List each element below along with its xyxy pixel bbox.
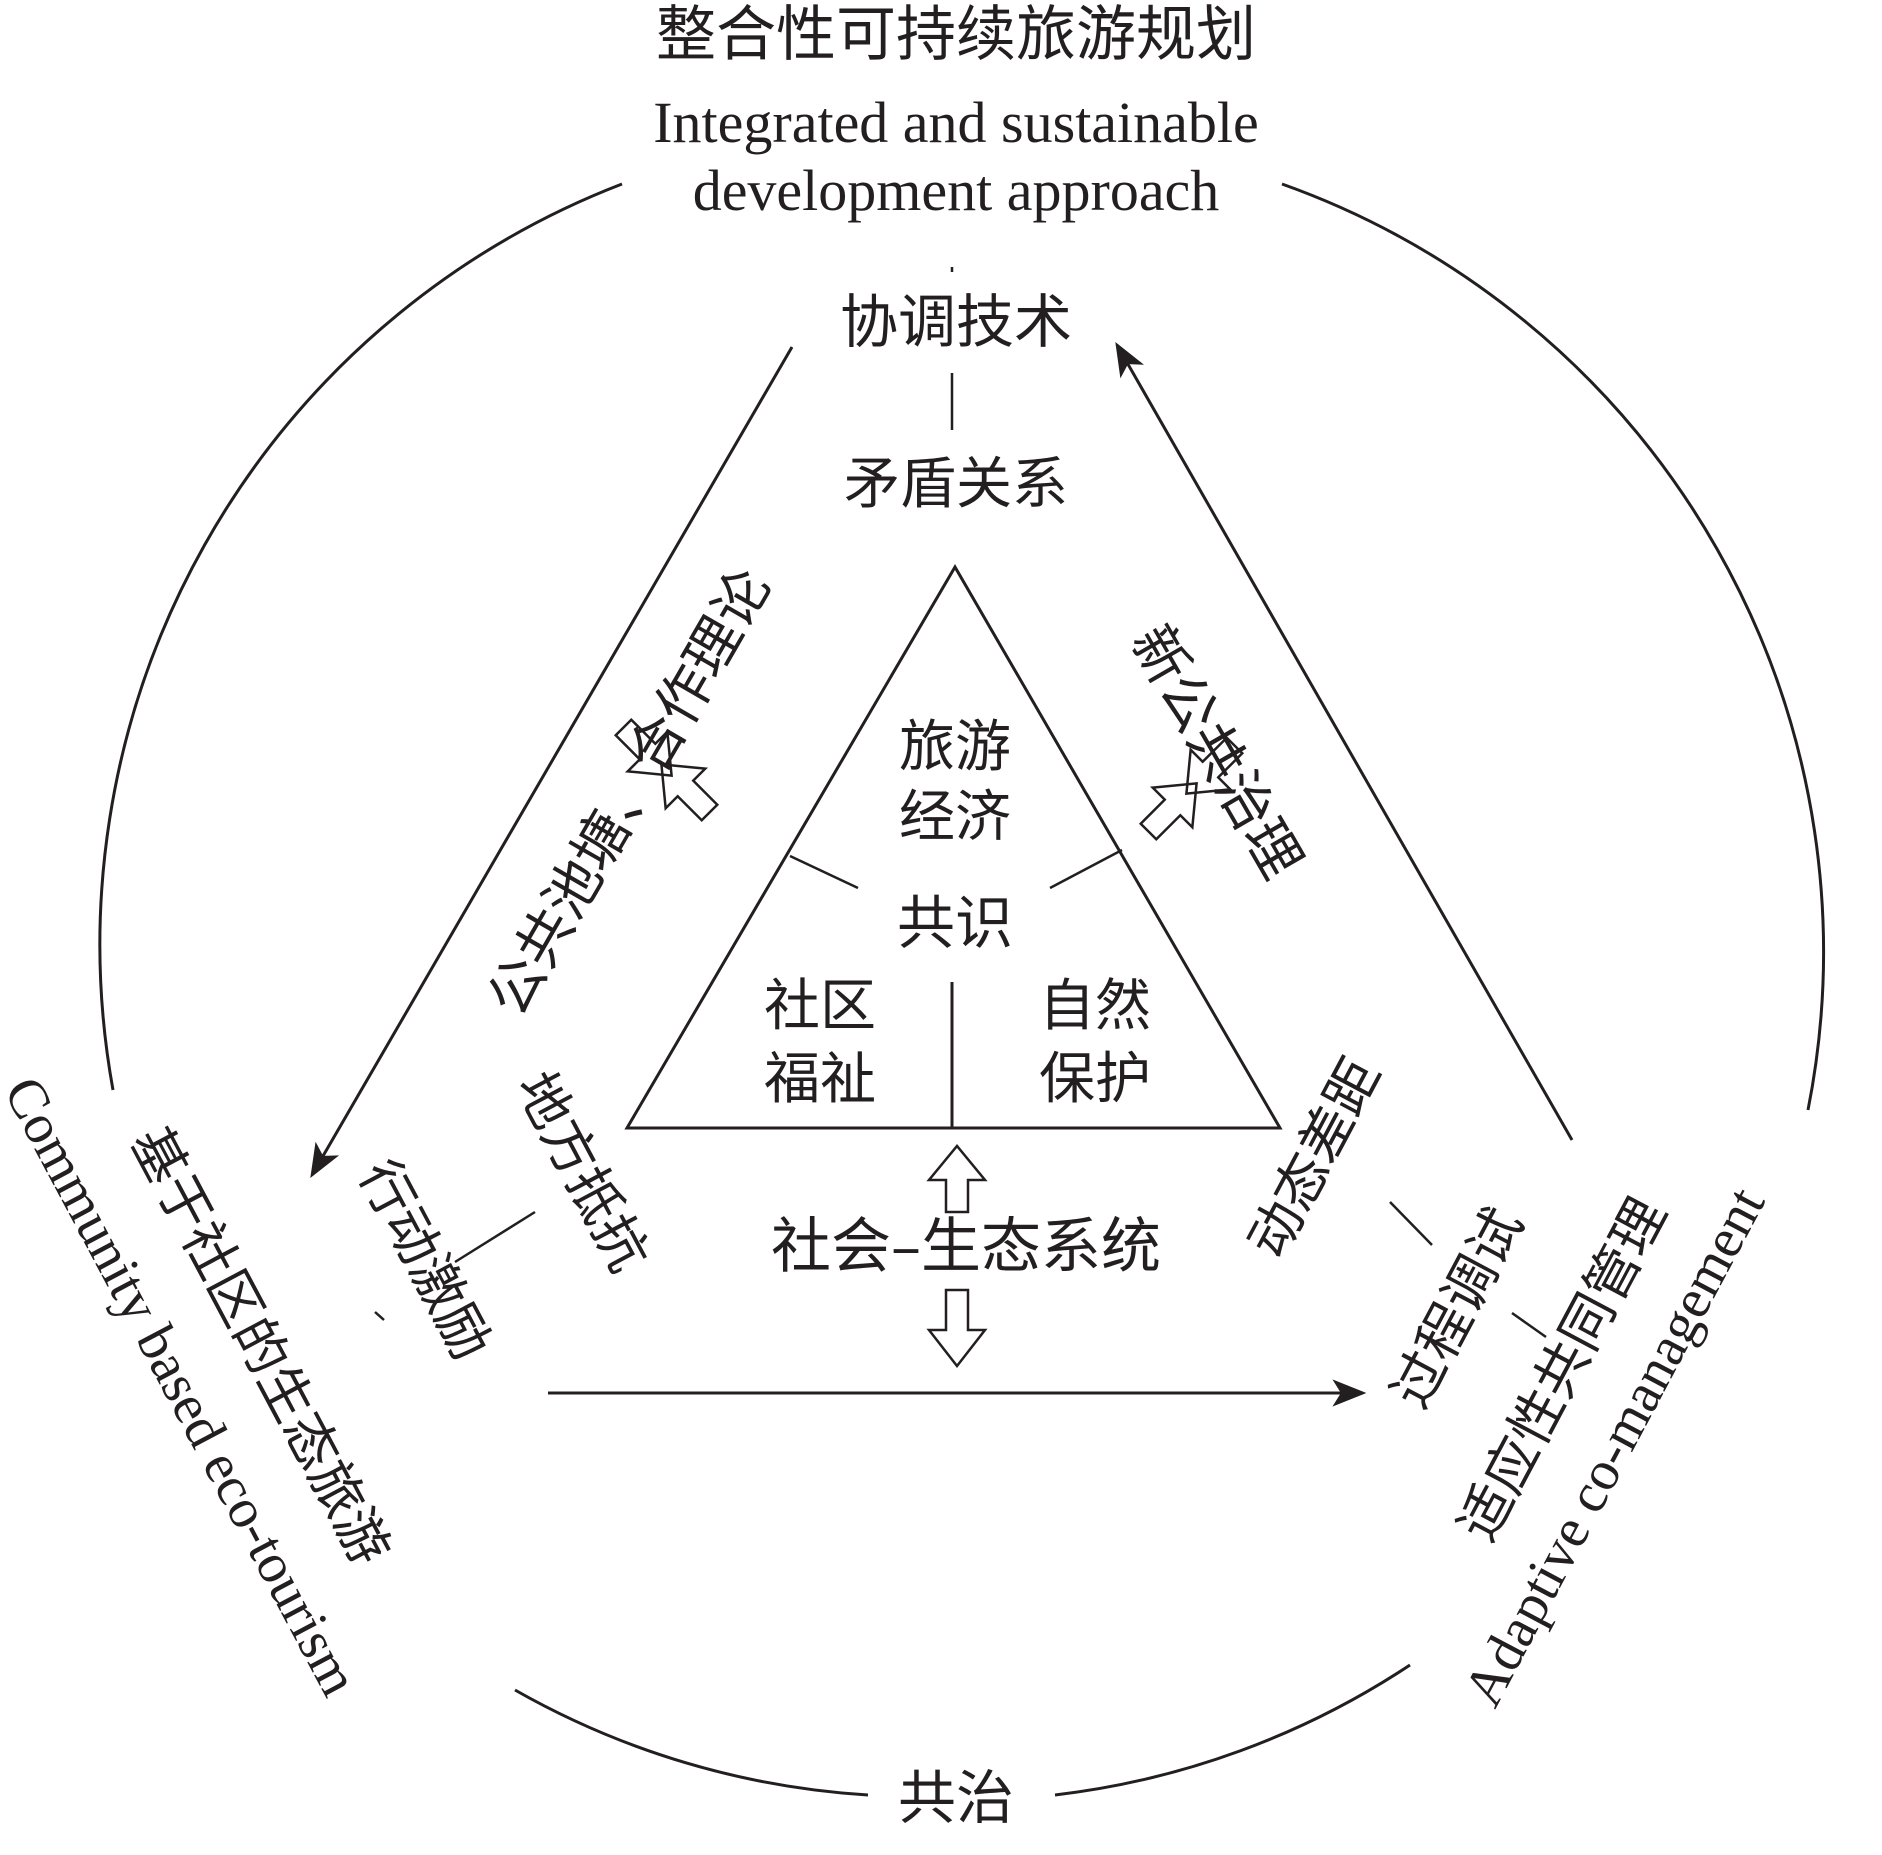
outer-arc-bottom-right (1054, 1663, 1411, 1797)
outer-arc-bottom-left (514, 1688, 869, 1797)
right-theory-group: 新公共治理 (1118, 615, 1314, 890)
right-theory-label: 新公共治理 (1118, 615, 1314, 890)
inner-center-label: 共识 (897, 889, 1013, 957)
right-technique-group: 过程调试 (1379, 1198, 1536, 1418)
inner-right-line2: 保护 (1039, 1047, 1151, 1112)
inner-right-tick (1049, 848, 1123, 890)
system-up-arrow-icon (926, 1144, 988, 1214)
top-relation-label: 矛盾关系 (844, 452, 1068, 517)
right-technique-label: 过程调试 (1379, 1198, 1536, 1418)
outer-arc-right (1281, 182, 1825, 1111)
outer-arc-left (98, 182, 623, 1091)
right-tick (1511, 1311, 1547, 1339)
right-relation-label: 动态差距 (1236, 1048, 1393, 1268)
system-down-arrow-icon (926, 1288, 988, 1369)
inner-left-line1: 社区 (764, 974, 876, 1039)
inner-right-line1: 自然 (1039, 974, 1151, 1039)
left-relation-label: 地方抵抗 (504, 1062, 661, 1282)
inner-left-tick (789, 854, 859, 890)
left-relation-group: 地方抵抗 (504, 1062, 661, 1282)
outer-top-en-label-line2: development approach (693, 158, 1220, 223)
right-connector (1389, 1201, 1433, 1246)
left-tick (374, 1311, 385, 1321)
outer-top-en-label-line1: Integrated and sustainable (653, 90, 1259, 155)
outer-bottom-label: 共治 (898, 1764, 1014, 1832)
left-connector (454, 1210, 536, 1264)
middle-left-arrow (310, 346, 794, 1178)
outer-circle (98, 182, 1825, 1797)
inner-left-line2: 福祉 (764, 1047, 876, 1112)
left-technique-group: 行动激励 (347, 1150, 504, 1370)
right-relation-group: 动态差距 (1236, 1048, 1393, 1268)
top-technique-label: 协调技术 (840, 288, 1072, 356)
system-label: 社会–生态系统 (771, 1212, 1161, 1282)
inner-top-line1: 旅游 (899, 715, 1011, 780)
left-technique-label: 行动激励 (347, 1150, 504, 1370)
inner-top-line2: 经济 (899, 785, 1011, 850)
middle-right-arrow (1115, 342, 1574, 1141)
outer-top-cn-label: 整合性可持续旅游规划 (656, 0, 1256, 70)
